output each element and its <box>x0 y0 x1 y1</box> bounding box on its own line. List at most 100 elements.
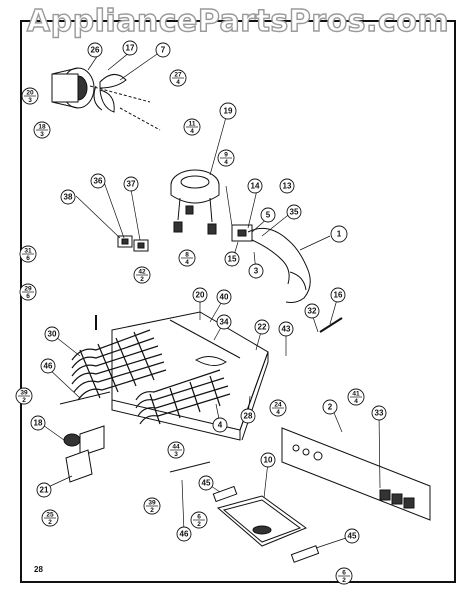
fraction-18-3: 183 <box>33 121 51 139</box>
callout-43: 43 <box>278 321 294 337</box>
callout-group: 26 17 7 19 14 13 5 35 1 36 37 38 3 15 20… <box>30 40 387 544</box>
svg-text:40: 40 <box>220 293 229 302</box>
svg-text:43: 43 <box>282 325 291 334</box>
svg-text:30: 30 <box>48 330 57 339</box>
svg-text:3: 3 <box>28 97 32 104</box>
fraction-6-2-middle: 62 <box>190 511 208 529</box>
svg-text:16: 16 <box>334 291 343 300</box>
page-number: 28 <box>34 565 43 574</box>
callout-40: 40 <box>216 289 232 305</box>
callout-26: 26 <box>87 42 103 58</box>
callout-1: 1 <box>330 225 348 243</box>
svg-text:10: 10 <box>264 456 273 465</box>
svg-text:45: 45 <box>348 532 357 541</box>
svg-text:9: 9 <box>224 152 228 159</box>
fraction-44-3: 443 <box>167 441 185 459</box>
callout-15: 15 <box>224 251 240 267</box>
callout-37: 37 <box>123 176 139 192</box>
svg-text:5: 5 <box>266 211 271 220</box>
callout-2: 2 <box>322 399 338 415</box>
fraction-42-2: 422 <box>133 266 151 284</box>
svg-text:6: 6 <box>197 514 201 521</box>
callout-38: 38 <box>60 189 76 205</box>
svg-text:3: 3 <box>40 131 44 138</box>
fraction-25-2: 252 <box>41 509 59 527</box>
callout-28: 28 <box>240 408 256 424</box>
callout-32: 32 <box>304 303 320 319</box>
callout-19: 19 <box>219 102 237 120</box>
callout-36: 36 <box>90 173 106 189</box>
svg-text:7: 7 <box>161 46 166 55</box>
fraction-27-4: 274 <box>169 69 187 87</box>
svg-text:33: 33 <box>375 409 384 418</box>
svg-text:3: 3 <box>174 451 178 458</box>
svg-text:18: 18 <box>38 124 46 131</box>
svg-text:13: 13 <box>283 182 292 191</box>
fraction-9-4: 94 <box>217 149 235 167</box>
svg-text:4: 4 <box>176 79 180 86</box>
drain-pan <box>216 495 308 547</box>
callout-45-upper: 45 <box>198 475 214 491</box>
electrical-boxes <box>117 235 149 252</box>
callout-18: 18 <box>30 415 46 431</box>
svg-text:6: 6 <box>26 293 30 300</box>
svg-text:2: 2 <box>342 577 346 584</box>
svg-text:1: 1 <box>337 230 342 239</box>
svg-text:2: 2 <box>22 397 26 404</box>
fraction-callout-group: 203 183 274 114 94 84 316 422 296 244 <box>15 69 365 585</box>
svg-text:31: 31 <box>24 248 32 255</box>
fraction-11-4: 114 <box>183 118 201 136</box>
svg-text:2: 2 <box>140 276 144 283</box>
svg-text:20: 20 <box>196 291 205 300</box>
svg-text:46: 46 <box>44 362 53 371</box>
callout-33: 33 <box>371 405 387 421</box>
svg-text:2: 2 <box>328 403 333 412</box>
callout-35: 35 <box>286 204 302 220</box>
relay-assembly <box>231 224 311 303</box>
svg-text:20: 20 <box>26 90 34 97</box>
svg-text:11: 11 <box>189 121 196 128</box>
callout-5: 5 <box>260 207 276 223</box>
svg-text:37: 37 <box>127 180 136 189</box>
diagram-frame <box>20 20 456 583</box>
fan-motor <box>51 67 161 131</box>
callout-4: 4 <box>212 417 228 433</box>
svg-text:4: 4 <box>185 259 189 266</box>
svg-text:39: 39 <box>148 500 156 507</box>
svg-text:26: 26 <box>91 46 100 55</box>
svg-text:45: 45 <box>202 479 211 488</box>
fraction-24-4: 244 <box>269 399 287 417</box>
svg-text:29: 29 <box>24 286 32 293</box>
svg-text:18: 18 <box>34 419 43 428</box>
svg-text:22: 22 <box>258 323 267 332</box>
callout-46-left: 46 <box>40 358 56 374</box>
fraction-20-3: 203 <box>21 87 39 105</box>
watermark: AppliancePartsPros.com <box>26 3 450 39</box>
timer-bracket <box>63 425 105 483</box>
svg-text:32: 32 <box>308 307 317 316</box>
svg-text:3: 3 <box>254 267 259 276</box>
callout-45-lower: 45 <box>344 528 360 544</box>
svg-text:2: 2 <box>48 519 52 526</box>
callout-20: 20 <box>192 287 208 303</box>
svg-text:35: 35 <box>290 208 299 217</box>
svg-text:39: 39 <box>20 390 28 397</box>
svg-text:28: 28 <box>244 412 253 421</box>
svg-text:25: 25 <box>46 512 54 519</box>
svg-text:21: 21 <box>40 486 49 495</box>
fraction-29-6: 296 <box>19 283 37 301</box>
callout-3: 3 <box>248 263 264 279</box>
svg-text:44: 44 <box>172 444 180 451</box>
callout-21: 21 <box>36 482 52 498</box>
svg-text:4: 4 <box>218 421 223 430</box>
fraction-31-6: 316 <box>19 245 37 263</box>
callout-13: 13 <box>279 178 295 194</box>
base-platform <box>111 311 269 441</box>
callout-14: 14 <box>247 178 263 194</box>
callout-22: 22 <box>254 319 270 335</box>
fraction-6-2-bottom: 62 <box>335 567 353 585</box>
svg-text:6: 6 <box>342 570 346 577</box>
svg-text:2: 2 <box>150 507 154 514</box>
svg-text:4: 4 <box>354 398 358 405</box>
